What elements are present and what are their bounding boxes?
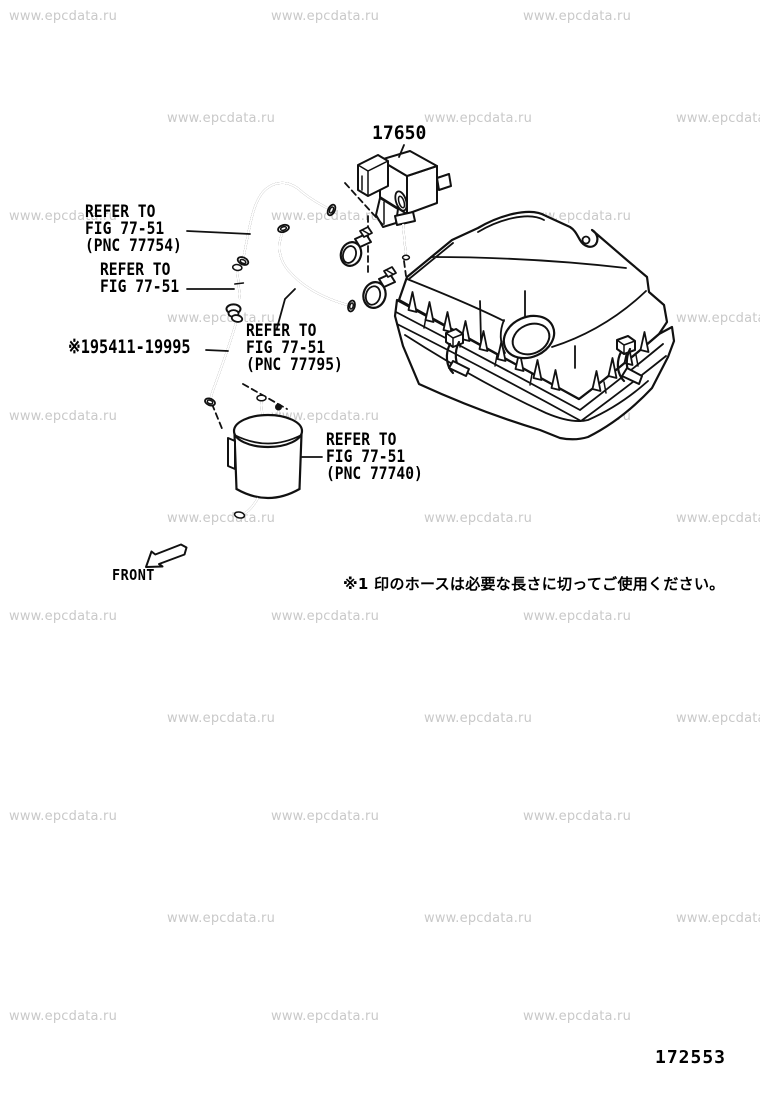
watermark: www.epcdata.ru xyxy=(9,609,118,624)
callout-vinyl-tube: REFER TO FIG 77-51 xyxy=(100,262,179,296)
watermark: www.epcdata.ru xyxy=(271,409,380,424)
callout-hose-upper: REFER TO FIG 77-51 (PNC 77754) xyxy=(85,204,182,255)
part-number-17650: 17650 xyxy=(372,122,427,144)
callout-line: FIG 77-51 xyxy=(85,219,165,239)
watermark: www.epcdata.ru xyxy=(676,111,760,126)
watermark: www.epcdata.ru xyxy=(676,911,760,926)
hose-upper-77754 xyxy=(236,181,337,266)
watermark: www.epcdata.ru xyxy=(167,911,276,926)
filter-bracket xyxy=(227,437,236,470)
watermark: www.epcdata.ru xyxy=(523,609,632,624)
callout-line: (PNC 77754) xyxy=(85,236,182,256)
watermark: www.epcdata.ru xyxy=(424,911,533,926)
callout-line: (PNC 77795) xyxy=(246,355,343,375)
front-direction-label: FRONT xyxy=(112,566,155,584)
case-latch-left xyxy=(445,328,470,377)
vsv-valve-17650 xyxy=(357,150,452,261)
case-latch-right xyxy=(616,335,643,385)
watermark: www.epcdata.ru xyxy=(167,711,276,726)
watermark: www.epcdata.ru xyxy=(676,511,760,526)
watermark: www.epcdata.ru xyxy=(424,711,533,726)
watermark: www.epcdata.ru xyxy=(9,809,118,824)
hose-clamp-lower xyxy=(362,266,397,309)
callout-line: FIG 77-51 xyxy=(246,338,326,358)
valve-connector xyxy=(357,154,389,197)
watermark: www.epcdata.ru xyxy=(424,511,533,526)
hose-lower-77795 xyxy=(277,223,356,313)
callout-line: FIG 77-51 xyxy=(326,447,406,467)
watermark: www.epcdata.ru xyxy=(271,9,380,24)
valve-bracket xyxy=(375,197,399,228)
watermark: www.epcdata.ru xyxy=(523,9,632,24)
watermark: www.epcdata.ru xyxy=(271,209,380,224)
hose-clamp-upper xyxy=(339,226,373,267)
callout-hose-lower: REFER TO FIG 77-51 (PNC 77795) xyxy=(246,323,343,374)
cut-hose-195411 xyxy=(204,314,244,407)
valve-tab xyxy=(436,173,452,191)
leader-lines xyxy=(186,144,405,458)
watermark: www.epcdata.ru xyxy=(523,809,632,824)
watermark: www.epcdata.ru xyxy=(167,111,276,126)
watermark: www.epcdata.ru xyxy=(167,511,276,526)
callout-line: REFER TO xyxy=(85,202,156,222)
watermark: www.epcdata.ru xyxy=(271,609,380,624)
watermark: www.epcdata.ru xyxy=(271,1009,380,1024)
diagram-canvas xyxy=(145,144,676,568)
callout-line: REFER TO xyxy=(326,430,397,450)
watermark: www.epcdata.ru xyxy=(271,809,380,824)
watermark: www.epcdata.ru xyxy=(523,1009,632,1024)
watermark: www.epcdata.ru xyxy=(424,111,533,126)
watermark: www.epcdata.ru xyxy=(9,409,118,424)
air-cleaner-assembly xyxy=(393,210,676,441)
callout-line: REFER TO xyxy=(100,260,171,280)
cut-to-length-note: ※1 印のホースは必要な長さに切ってご使用ください。 xyxy=(343,575,725,593)
air-cleaner-cap xyxy=(397,210,669,401)
front-arrow-icon xyxy=(145,543,188,568)
callout-fuel-filter: REFER TO FIG 77-51 (PNC 77740) xyxy=(326,432,423,483)
watermark: www.epcdata.ru xyxy=(167,311,276,326)
figure-number: 172553 xyxy=(655,1047,727,1068)
part-number-195411-19995: ※195411-19995 xyxy=(68,336,191,358)
filter-port-plug xyxy=(275,403,282,411)
watermark: www.epcdata.ru xyxy=(676,711,760,726)
watermark: www.epcdata.ru xyxy=(9,9,118,24)
callout-line: REFER TO xyxy=(246,321,317,341)
callout-line: (PNC 77740) xyxy=(326,464,423,484)
callout-line: FIG 77-51 xyxy=(100,277,180,297)
filter-lid xyxy=(232,413,304,449)
vinyl-tube xyxy=(231,263,245,300)
watermark: www.epcdata.ru xyxy=(676,311,760,326)
fuel-filter xyxy=(227,394,304,519)
cap-notch-hole xyxy=(581,235,591,245)
watermark: www.epcdata.ru xyxy=(9,209,118,224)
watermark: www.epcdata.ru xyxy=(9,1009,118,1024)
